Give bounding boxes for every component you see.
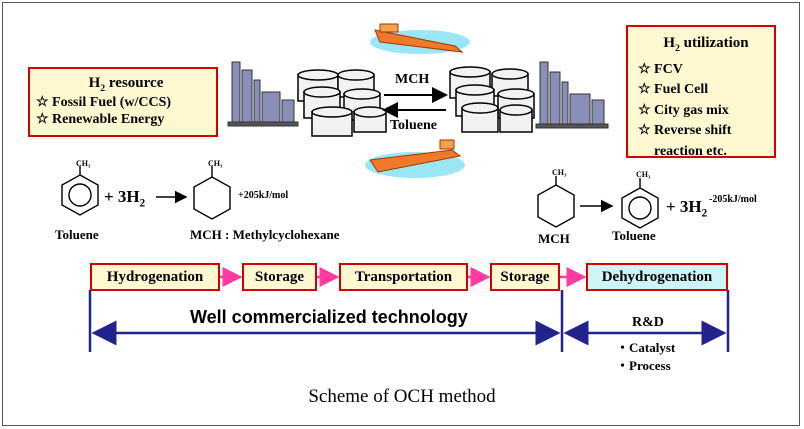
mch-label: MCH bbox=[538, 231, 570, 246]
utilization-item: reaction etc. bbox=[654, 143, 727, 159]
rnd-item: ・Process bbox=[616, 358, 671, 373]
commercial-bracket bbox=[88, 290, 564, 352]
methyl-label: CH₃ bbox=[76, 159, 91, 168]
step-storage: Storage bbox=[490, 263, 560, 291]
hydrogenation-energy-label: +205kJ/mol bbox=[238, 190, 289, 201]
left-plant-icon bbox=[227, 61, 299, 127]
rnd-bracket bbox=[563, 290, 730, 352]
methyl-label: CH₃ bbox=[636, 170, 651, 179]
resource-item: ☆ Fossil Fuel (w/CCS) bbox=[36, 95, 172, 110]
step-storage: Storage bbox=[242, 263, 317, 291]
methyl-label: CH₃ bbox=[208, 159, 223, 168]
h2-utilization-box: H2 utilization ☆ FCV ☆ Fuel Cell ☆ City … bbox=[626, 25, 776, 159]
step-dehydrogenation: Dehydrogenation bbox=[586, 263, 728, 291]
top-tanker-icon bbox=[370, 23, 470, 54]
mch-transport-label: MCH bbox=[395, 72, 430, 87]
figure-caption: Scheme of OCH method bbox=[308, 386, 496, 407]
utilization-item: ☆ City gas mix bbox=[638, 102, 729, 118]
utilization-title: H2 utilization bbox=[663, 35, 749, 54]
mch-structure-right-icon bbox=[537, 176, 575, 228]
resource-item: ☆ Renewable Energy bbox=[36, 112, 165, 127]
toluene-structure-icon bbox=[61, 166, 99, 216]
bottom-tanker-icon bbox=[365, 139, 465, 178]
mch-name-label: MCH : Methylcyclohexane bbox=[190, 227, 340, 242]
commercial-label: Well commercialized technology bbox=[190, 307, 468, 327]
mch-structure-icon bbox=[193, 166, 231, 220]
utilization-item: ☆ FCV bbox=[638, 61, 683, 77]
utilization-item: ☆ Reverse shift bbox=[638, 123, 732, 138]
utilization-item: ☆ Fuel Cell bbox=[638, 82, 709, 97]
plus-h2-label: + 3H2 bbox=[104, 187, 146, 210]
resource-title: H2 resource bbox=[88, 75, 164, 94]
rnd-title: R&D bbox=[632, 315, 664, 330]
toluene-structure-right-icon bbox=[621, 178, 659, 229]
rnd-item: ・Catalyst bbox=[616, 340, 676, 355]
toluene-label: Toluene bbox=[55, 227, 99, 242]
h2-resource-box: H2 resource ☆ Fossil Fuel (w/CCS) ☆ Rene… bbox=[28, 67, 218, 137]
dehydrogenation-energy-label: -205kJ/mol bbox=[709, 194, 757, 205]
right-plant-icon bbox=[535, 61, 609, 129]
right-tanks-icon bbox=[449, 66, 535, 133]
left-tanks-icon bbox=[297, 69, 387, 137]
methyl-label: CH₃ bbox=[552, 168, 567, 177]
step-transportation: Transportation bbox=[339, 263, 468, 291]
plus-h2-label: + 3H2 bbox=[666, 197, 708, 220]
toluene-return-label: Toluene bbox=[390, 118, 437, 133]
toluene-label: Toluene bbox=[612, 228, 656, 243]
step-hydrogenation: Hydrogenation bbox=[90, 263, 220, 291]
